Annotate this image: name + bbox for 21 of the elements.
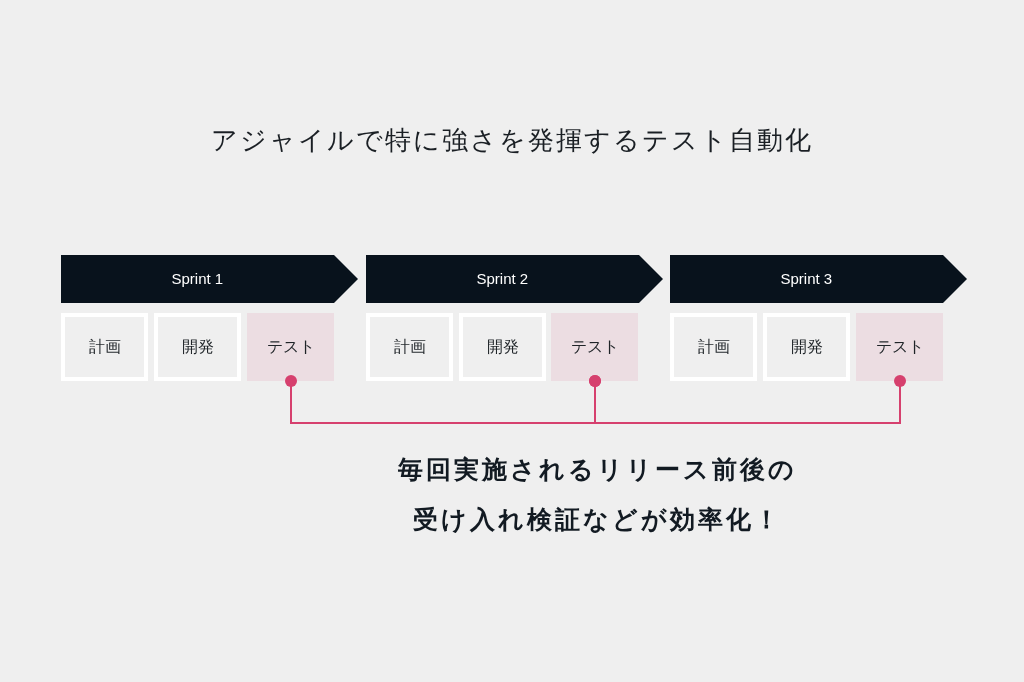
- phase-label: 開発: [486, 336, 519, 358]
- phase-label: 開発: [790, 336, 823, 358]
- phase-label: 計画: [88, 336, 121, 358]
- sprint-label: Sprint 1: [171, 270, 224, 288]
- phase-label: テスト: [875, 336, 924, 358]
- sprint-label: Sprint 2: [476, 270, 529, 288]
- sprint-band: [366, 255, 663, 303]
- phase-label: 開発: [181, 336, 214, 358]
- connector-line: [589, 375, 906, 424]
- phase-label: テスト: [266, 336, 315, 358]
- test-phase-box: [551, 313, 638, 381]
- note-text: 毎回実施されるリリース前後の受け入れ検証などが効率化！: [396, 454, 798, 536]
- sprint-label: Sprint 3: [780, 270, 833, 288]
- sprint-band: [61, 255, 358, 303]
- sprint-band: [670, 255, 967, 303]
- test-phase-box: [856, 313, 943, 381]
- test-phase-box: [247, 313, 334, 381]
- phase-label: 計画: [697, 336, 730, 358]
- diagram-title: アジャイルで特に強さを発揮するテスト自動化: [211, 124, 813, 157]
- phase-label: 計画: [393, 336, 426, 358]
- phase-label: テスト: [570, 336, 619, 358]
